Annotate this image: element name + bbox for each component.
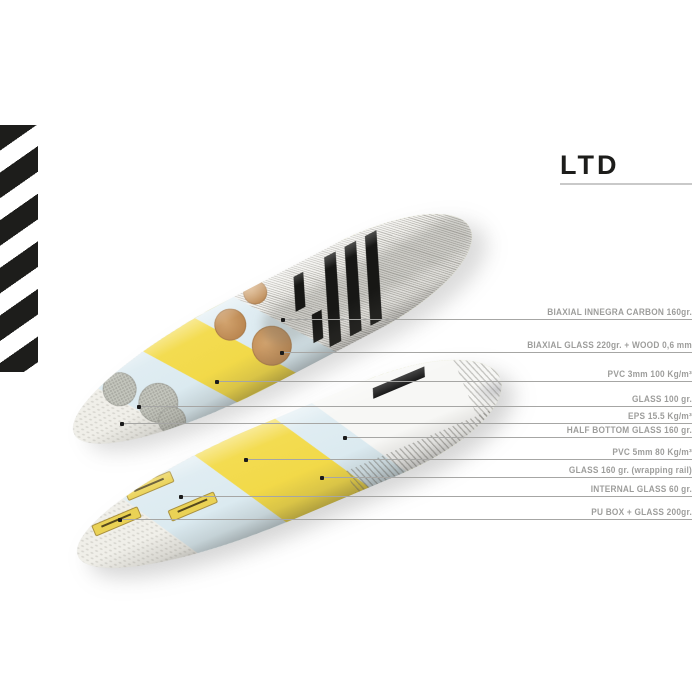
callout-line xyxy=(215,379,692,384)
callout-dot xyxy=(343,435,347,440)
callout-line xyxy=(137,404,692,409)
callout-biaxial-innegra-carbon: BIAXIAL INNEGRA CARBON 160gr. xyxy=(281,306,692,322)
callout-dot xyxy=(320,475,324,480)
callout-line xyxy=(120,421,692,426)
callout-line xyxy=(280,350,692,355)
callout-label: BIAXIAL GLASS 220gr. + WOOD 0,6 mm xyxy=(527,340,692,350)
title-underline xyxy=(560,183,692,185)
callout-eps: EPS 15.5 Kg/m³ xyxy=(120,410,692,426)
callout-pvc-5mm: PVC 5mm 80 Kg/m³ xyxy=(244,446,692,462)
callout-pu-box-glass: PU BOX + GLASS 200gr. xyxy=(118,506,692,522)
callout-pvc-3mm: PVC 3mm 100 Kg/m³ xyxy=(215,368,692,384)
callout-glass-100: GLASS 100 gr. xyxy=(137,393,692,409)
callout-label: PVC 3mm 100 Kg/m³ xyxy=(607,369,692,379)
callout-dot xyxy=(137,404,141,409)
callout-label: INTERNAL GLASS 60 gr. xyxy=(590,484,692,494)
callout-label: PVC 5mm 80 Kg/m³ xyxy=(612,447,692,457)
callout-label: BIAXIAL INNEGRA CARBON 160gr. xyxy=(547,307,692,317)
callout-label: HALF BOTTOM GLASS 160 gr. xyxy=(566,425,692,435)
callout-line xyxy=(179,494,692,499)
callout-label: EPS 15.5 Kg/m³ xyxy=(628,411,692,421)
callout-dot xyxy=(118,517,122,522)
callout-label: GLASS 160 gr. (wrapping rail) xyxy=(568,465,692,475)
callout-internal-glass: INTERNAL GLASS 60 gr. xyxy=(179,483,692,499)
callout-line xyxy=(118,517,692,522)
callout-dot xyxy=(215,379,219,384)
callout-label: PU BOX + GLASS 200gr. xyxy=(591,507,692,517)
brand-stripes-decoration xyxy=(0,125,38,372)
callout-label: GLASS 100 gr. xyxy=(631,394,692,404)
callout-biaxial-glass-wood: BIAXIAL GLASS 220gr. + WOOD 0,6 mm xyxy=(280,339,692,355)
page-title: LTD xyxy=(560,150,620,180)
callout-line xyxy=(281,317,692,322)
callout-dot xyxy=(244,457,248,462)
callout-line xyxy=(244,457,692,462)
callout-dot xyxy=(120,421,124,426)
callout-dot xyxy=(281,317,285,322)
callout-line xyxy=(343,435,692,440)
callout-line xyxy=(320,475,692,480)
callout-dot xyxy=(179,494,183,499)
header: LTD xyxy=(560,150,692,185)
callout-half-bottom-glass: HALF BOTTOM GLASS 160 gr. xyxy=(343,424,692,440)
callout-dot xyxy=(280,350,284,355)
callout-glass-wrapping-rail: GLASS 160 gr. (wrapping rail) xyxy=(320,464,692,480)
